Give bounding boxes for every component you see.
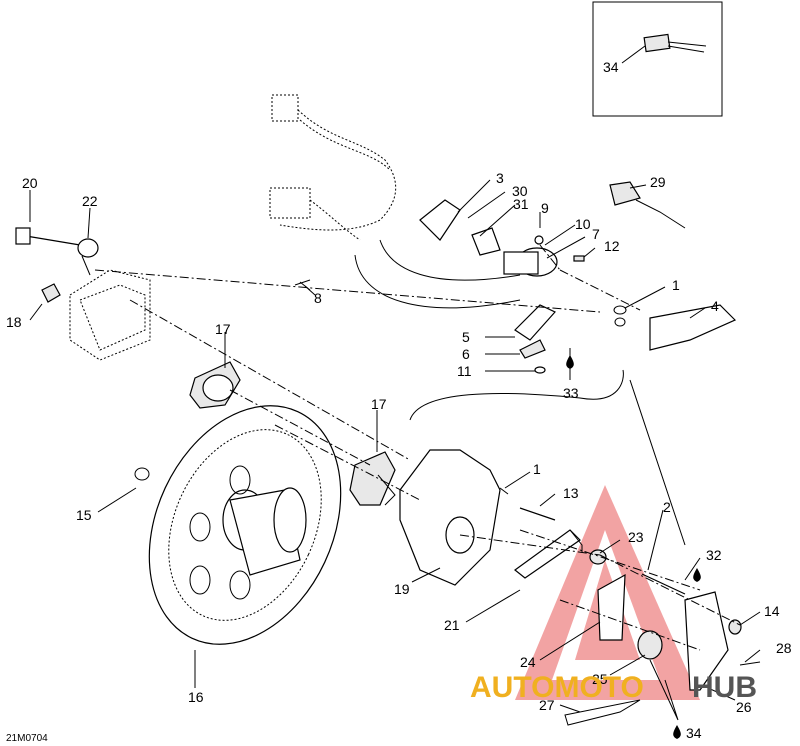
- callout-27: 27: [539, 697, 555, 713]
- callout-7: 7: [592, 226, 600, 242]
- callout-18: 18: [6, 314, 22, 330]
- callout-11: 11: [457, 363, 472, 379]
- watermark-text: AUTOMOTO HUB: [470, 671, 757, 704]
- left-bracket: [15, 227, 151, 361]
- callout-22: 22: [82, 193, 98, 209]
- callout-5: 5: [462, 329, 470, 345]
- bushings: [189, 361, 396, 506]
- callout-26: 26: [736, 699, 752, 715]
- callout-25: 25: [592, 671, 608, 687]
- caliper: [399, 369, 624, 586]
- callout-34-bottom: 34: [686, 725, 702, 741]
- wiring-harness: [269, 94, 521, 309]
- callout-20: 20: [22, 175, 38, 191]
- callout-17-mid: 17: [371, 396, 387, 412]
- callout-8: 8: [314, 290, 322, 306]
- lower-right-parts: [564, 549, 761, 726]
- callout-10: 10: [575, 216, 591, 232]
- callout-24: 24: [520, 654, 536, 670]
- switch-part-29: [609, 181, 686, 229]
- callout-15: 15: [76, 507, 92, 523]
- callout-19: 19: [394, 581, 410, 597]
- brake-disc: [134, 405, 342, 645]
- callout-28: 28: [776, 640, 792, 656]
- bracket-21: [514, 529, 583, 579]
- alignment-lines: [94, 244, 741, 651]
- callout-labels: 34 20 22 18 3 30 31 9 10 7 12 29 8 1 4 1…: [6, 59, 792, 741]
- callout-32: 32: [706, 547, 722, 563]
- inset-part-34: [592, 1, 723, 117]
- callout-16: 16: [188, 689, 204, 705]
- watermark-automoto: AUTOMOTO: [470, 671, 644, 704]
- callout-2: 2: [663, 499, 671, 515]
- callout-31: 31: [513, 196, 529, 212]
- callout-33: 33: [563, 385, 579, 401]
- callout-13: 13: [563, 485, 579, 501]
- callout-29: 29: [650, 174, 666, 190]
- callout-6: 6: [462, 346, 470, 362]
- oil-drop-icon: [566, 355, 701, 739]
- callout-9: 9: [541, 200, 549, 216]
- callout-1-top: 1: [672, 277, 680, 293]
- watermark-hub: HUB: [692, 671, 757, 704]
- callout-34-inset: 34: [603, 59, 619, 75]
- callout-14: 14: [764, 603, 780, 619]
- callout-17-left: 17: [215, 321, 231, 337]
- callout-1-mid: 1: [533, 461, 541, 477]
- callout-4: 4: [711, 298, 719, 314]
- diagram-code: 21M0704: [6, 733, 48, 744]
- callout-3: 3: [496, 170, 504, 186]
- callout-21: 21: [444, 617, 460, 633]
- callout-23: 23: [628, 529, 644, 545]
- callout-30: 30: [512, 183, 528, 199]
- leader-lines: [29, 45, 761, 721]
- callout-12: 12: [604, 238, 620, 254]
- lever-assembly: [294, 199, 737, 374]
